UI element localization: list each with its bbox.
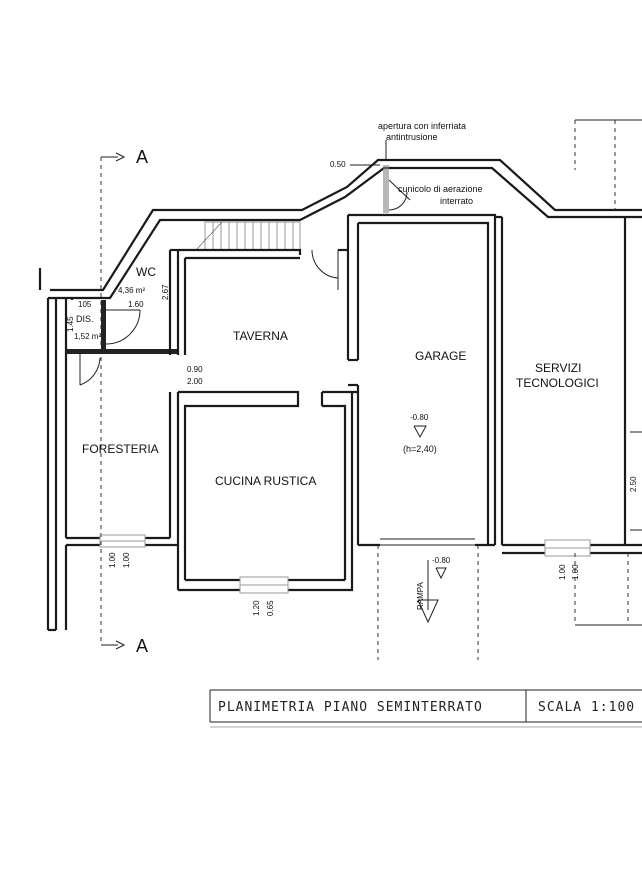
dim-window-left-b: 1.00 [122, 552, 131, 568]
dim-250: 2.50 [629, 476, 638, 492]
height-garage: (h=2,40) [403, 444, 437, 454]
room-foresteria: FORESTERIA [82, 442, 159, 456]
dim-window-servizi-b: 1.00 [571, 564, 580, 580]
left-external-strip [38, 268, 58, 632]
room-taverna: TAVERNA [233, 329, 288, 343]
outer-wall-top [48, 158, 642, 300]
annotation-vent-grate-2: antintrusione [386, 132, 438, 142]
dim-window-left-a: 1.00 [108, 552, 117, 568]
servizi-walls [495, 119, 642, 626]
room-dis-area: 1,52 m² [74, 332, 101, 341]
garage-walls [346, 213, 497, 660]
dis-door [79, 309, 141, 386]
dim-090: 0.90 [187, 365, 203, 374]
room-wc: WC [136, 265, 156, 279]
annotation-vent-grate: apertura con inferriata [378, 121, 466, 131]
section-label-top: A [136, 147, 148, 167]
dim-267: 2.67 [161, 284, 170, 300]
room-dis: DIS. [76, 314, 94, 324]
dim-window-kitchen-b: 0.65 [266, 600, 275, 616]
vent-duct [350, 140, 411, 213]
drawing-title: PLANIMETRIA PIANO SEMINTERRATO [218, 700, 483, 715]
level-ramp: -0.80 [432, 556, 451, 565]
left-rooms-walls [64, 248, 180, 630]
dim-window-servizi-a: 1.00 [558, 564, 567, 580]
room-garage: GARAGE [415, 349, 466, 363]
label-rampa: RAMPA [416, 581, 425, 610]
annotation-vent-duct: cunicolo di aerazione [398, 184, 483, 194]
room-servizi-2: TECNOLOGICI [516, 376, 599, 390]
section-line-a: A A [100, 147, 148, 656]
level-garage: -0.80 [410, 413, 429, 422]
title-block: PLANIMETRIA PIANO SEMINTERRATO SCALA 1:1… [209, 689, 642, 728]
dim-105: 105 [78, 300, 92, 309]
room-servizi-1: SERVIZI [535, 361, 581, 375]
dim-window-kitchen-a: 1.20 [252, 600, 261, 616]
stairs [195, 221, 301, 251]
dim-050: 0.50 [330, 160, 346, 169]
room-wc-area: 4,36 m² [118, 286, 145, 295]
dim-145: 1.45 [66, 316, 75, 332]
room-cucina: CUCINA RUSTICA [215, 474, 316, 488]
level-marker-garage [413, 425, 427, 439]
dim-160: 1.60 [128, 300, 144, 309]
dim-200: 2.00 [187, 377, 203, 386]
drawing-scale: SCALA 1:100 [538, 700, 635, 715]
annotation-vent-duct-2: interrato [440, 196, 473, 206]
center-rooms-walls [178, 248, 358, 594]
level-marker-ramp [435, 567, 447, 580]
section-label-bottom: A [136, 636, 148, 656]
